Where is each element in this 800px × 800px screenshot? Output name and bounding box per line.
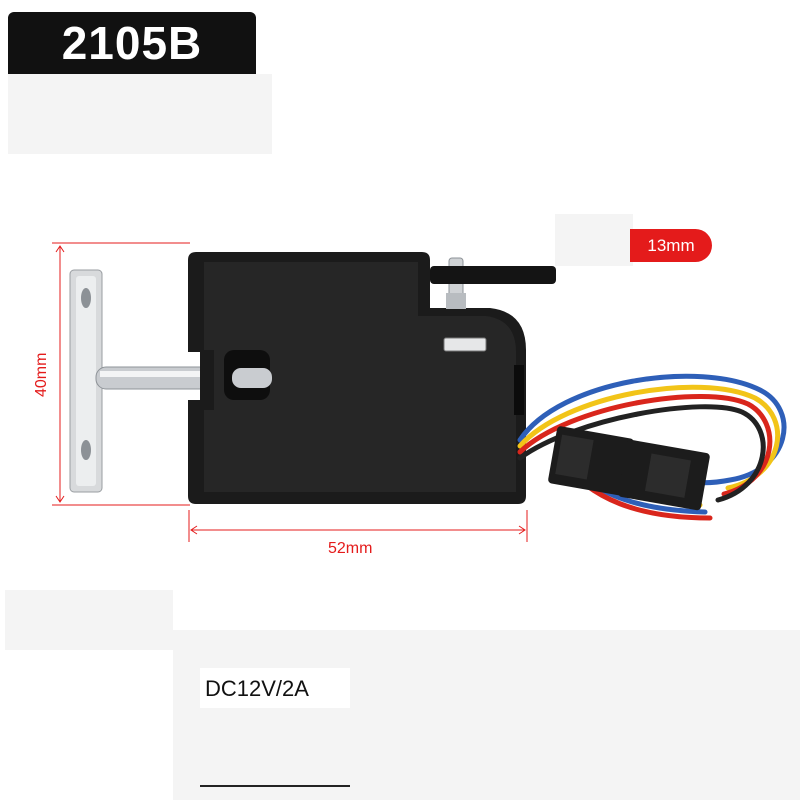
height-dimension-label: 40mm (33, 352, 50, 397)
power-spec: DC12V/2A (205, 676, 309, 701)
background-panel (8, 74, 272, 154)
background-panel (5, 590, 173, 650)
background-panel (173, 630, 800, 800)
bolt-dimension-label: 13mm (647, 235, 695, 255)
dimension-lines (52, 242, 528, 542)
top-pin (430, 257, 556, 309)
spec-underline (200, 785, 350, 787)
spec-panel (200, 668, 350, 708)
lock-body-image (188, 252, 526, 504)
bolt-dimension-tag: 13mm (630, 229, 712, 262)
strike-plate-image (69, 269, 103, 493)
width-dimension-label: 52mm (328, 540, 373, 557)
wire-harness-connector-image (548, 426, 710, 511)
model-badge: 2105B (8, 12, 256, 74)
background-panel (555, 214, 633, 266)
model-label: 2105B (61, 17, 203, 69)
